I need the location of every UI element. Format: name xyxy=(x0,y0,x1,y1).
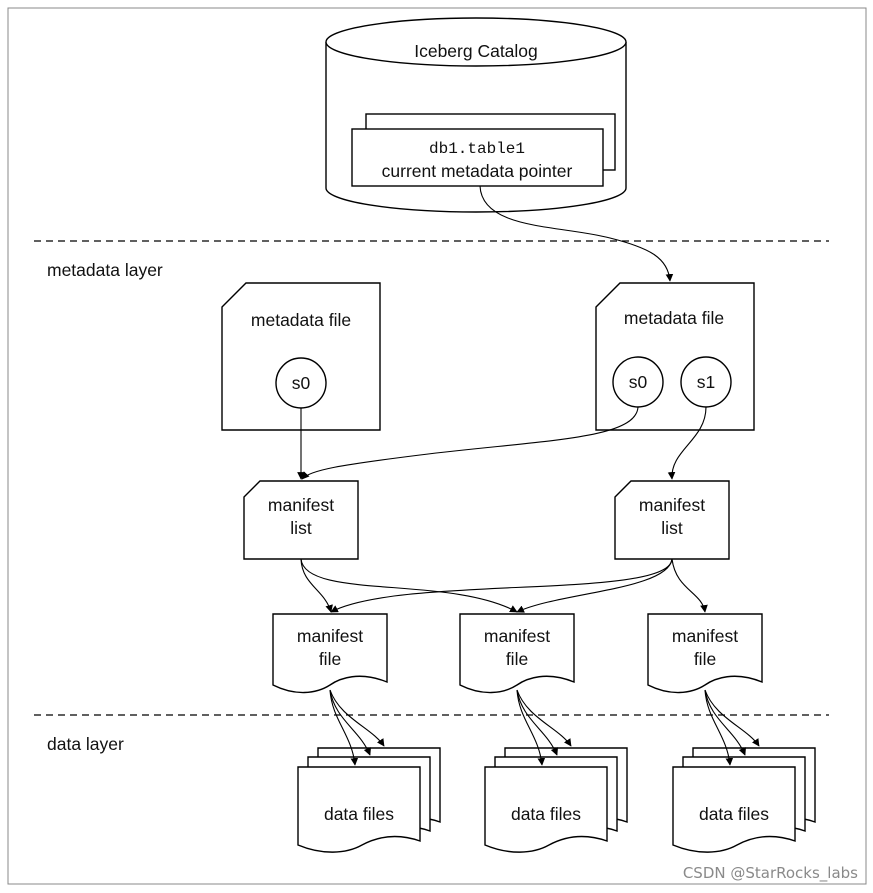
manifest-list-1-line1: manifest xyxy=(268,495,334,515)
manifest-file-to-data-file-arrow xyxy=(704,689,760,747)
manifest-list-1-line2: list xyxy=(290,518,312,538)
manifest-file-1-line2: file xyxy=(319,649,341,669)
manifest-list-2-line1: manifest xyxy=(639,495,705,515)
manifest-file-3-line2: file xyxy=(694,649,716,669)
manifest-list-to-manifest-file-arrow xyxy=(330,558,673,613)
data-files-stack-1: data files xyxy=(297,747,441,853)
data-files-stack-2: data files xyxy=(484,747,628,853)
manifest-list-to-manifest-file-arrow xyxy=(300,558,333,613)
metadata-file-2-label: metadata file xyxy=(624,308,724,328)
manifest-file-to-data-file-arrow xyxy=(516,689,546,766)
manifest-list-2-line2: list xyxy=(661,518,683,538)
manifest-file-to-data-file-arrow xyxy=(329,689,385,747)
snapshot-s1-label: s1 xyxy=(697,372,715,392)
metadata-file-1: metadata file s0 xyxy=(221,282,381,431)
manifest-file-to-data-file-arrow xyxy=(329,689,371,756)
data-files-stack-3: data files xyxy=(672,747,816,853)
manifest-file-2: manifest file xyxy=(459,613,575,694)
manifest-file-3-line1: manifest xyxy=(672,626,738,646)
data-files-3-label: data files xyxy=(699,804,769,824)
manifest-list-to-manifest-file-arrow xyxy=(300,558,518,613)
table-name: db1.table1 xyxy=(429,140,525,158)
metadata-layer-label: metadata layer xyxy=(47,260,163,280)
data-files-2-label: data files xyxy=(511,804,581,824)
data-layer-label: data layer xyxy=(47,734,124,754)
manifest-file-to-data-file-arrow xyxy=(329,689,359,766)
manifest-list-to-manifest-file-arrow xyxy=(516,558,673,613)
snapshot-s0-label: s0 xyxy=(292,373,311,393)
s1-to-manifest-list-2-arrow xyxy=(667,406,707,480)
s0-to-manifest-list-1-arrow xyxy=(301,406,639,480)
edges xyxy=(297,185,760,766)
manifest-file-to-data-file-arrow xyxy=(704,689,746,756)
pointer-to-metadata-file-2-arrow xyxy=(479,185,674,282)
manifest-file-1: manifest file xyxy=(272,613,388,694)
manifest-file-1-line1: manifest xyxy=(297,626,363,646)
manifest-list-to-manifest-file-arrow xyxy=(671,558,708,613)
manifest-file-to-data-file-arrow xyxy=(704,689,734,766)
outer-frame xyxy=(7,7,867,885)
metadata-file-2: metadata file s0 s1 xyxy=(595,282,755,431)
manifest-file-2-line1: manifest xyxy=(484,626,550,646)
iceberg-catalog-cylinder: Iceberg Catalog db1.table1 current metad… xyxy=(325,17,627,213)
watermark: CSDN @StarRocks_labs xyxy=(683,864,858,883)
manifest-list-1: manifest list xyxy=(243,480,359,560)
manifest-file-2-line2: file xyxy=(506,649,528,669)
pointer-label: current metadata pointer xyxy=(382,161,573,181)
metadata-file-1-label: metadata file xyxy=(251,310,351,330)
data-files-1-label: data files xyxy=(324,804,394,824)
manifest-list-2: manifest list xyxy=(614,480,730,560)
manifest-file-3: manifest file xyxy=(647,613,763,694)
snapshot-s0-label: s0 xyxy=(629,372,648,392)
manifest-file-to-data-file-arrow xyxy=(516,689,558,756)
manifest-file-to-data-file-arrow xyxy=(516,689,572,747)
pointer-box xyxy=(351,128,604,187)
catalog-title: Iceberg Catalog xyxy=(414,41,538,61)
